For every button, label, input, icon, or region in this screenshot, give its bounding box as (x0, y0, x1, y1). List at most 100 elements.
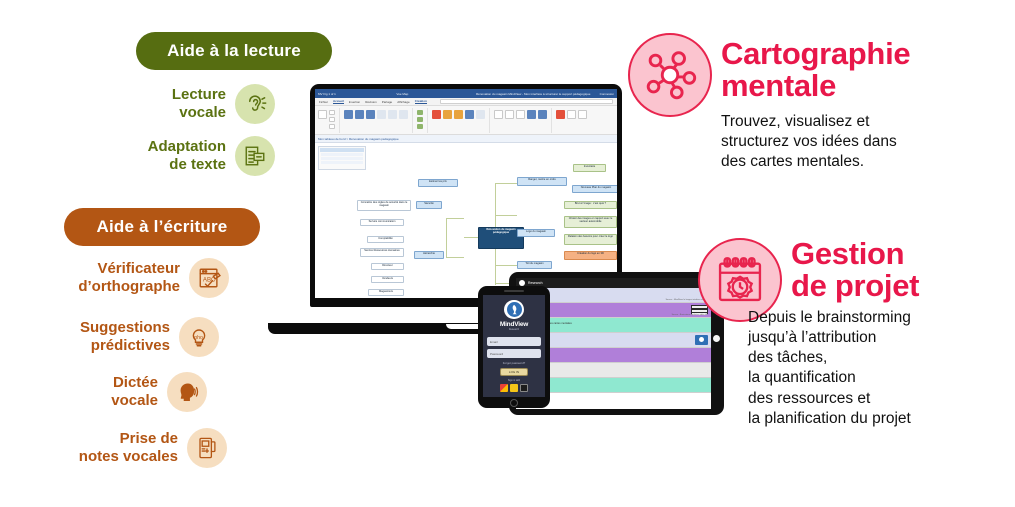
table-row[interactable] (516, 348, 711, 363)
connector (446, 257, 464, 258)
tab-affichage[interactable]: Affichage (397, 99, 410, 104)
breadcrumb[interactable]: Mon tableau de bord > Rénovation du maga… (315, 135, 617, 143)
mindmap-node[interactable]: Connaître des règles de sécurité dans le… (357, 200, 411, 211)
mindmap-center-node[interactable]: Rénovation du magasin pédagogique (478, 227, 524, 249)
tab-partage[interactable]: Partage (381, 99, 393, 104)
window-title: Rénovation du magasin MindView - Mon int… (476, 91, 591, 96)
phone-screen: MindView Research Email Password Forgot … (483, 295, 545, 397)
format-painter-button[interactable] (329, 124, 335, 129)
tab-fichier[interactable]: Fichier (319, 99, 329, 104)
mindmap-node[interactable]: Choisir des images en rapport avec le se… (564, 216, 617, 228)
ribbon-tabs[interactable]: Fichier Accueil Insertion Révision Parta… (315, 98, 617, 106)
laptop-lid: MV Fig 1 of 1 Vue Map Rénovation du maga… (310, 84, 622, 307)
mindmap-node[interactable]: Logo du magasin (517, 229, 555, 237)
laptop-device: MV Fig 1 of 1 Vue Map Rénovation du maga… (268, 84, 663, 334)
tab-revision[interactable]: Révision (365, 99, 377, 104)
copy-button[interactable] (329, 117, 335, 122)
avatar[interactable] (519, 280, 525, 286)
table-row[interactable] (516, 378, 711, 393)
titlebar-left: MV Fig 1 of 1 (318, 91, 336, 96)
mindmap-node[interactable]: Vendeurs (371, 276, 404, 283)
laptop-base-notch (446, 324, 484, 329)
mindmap-node[interactable]: Comptabilité (367, 236, 404, 243)
ribbon-group-edition[interactable] (556, 108, 591, 133)
phone-home-button[interactable] (510, 398, 518, 407)
table-row[interactable]: Vidéo Source : Brainstorm synthèse vidéo… (516, 303, 711, 318)
google-icon[interactable] (500, 384, 508, 392)
view-topdown-button[interactable] (538, 110, 547, 119)
mindmap-node[interactable]: Brut à l’image : c’est quoi ? (564, 201, 617, 209)
ribbon-group-objet[interactable] (432, 108, 490, 133)
view-timeline-button[interactable] (527, 110, 536, 119)
email-field[interactable]: Email (487, 337, 541, 347)
timeline-button[interactable] (476, 110, 485, 119)
svg-text:ABC: ABC (203, 277, 216, 284)
insert-link-button[interactable] (399, 110, 408, 119)
view-gantt-button[interactable] (516, 110, 525, 119)
italic-button[interactable] (417, 117, 423, 122)
mindmap-node[interactable]: Hiérarchie (414, 251, 444, 259)
ribbon-group-presse-papiers[interactable] (318, 108, 340, 133)
resource-button[interactable] (454, 110, 463, 119)
feature-prise-notes-vocales: Prise de notes vocales (66, 428, 227, 468)
social-login-row[interactable] (500, 384, 528, 392)
objects-panel-item-1[interactable] (321, 157, 363, 160)
find-button[interactable] (578, 110, 587, 119)
tab-accueil[interactable]: Accueil (333, 99, 344, 104)
lightbulb-pho-icon: pho (179, 317, 219, 357)
ribbon-toolbar[interactable] (315, 106, 617, 135)
ear-icon (235, 84, 275, 124)
sub-branch-button[interactable] (355, 110, 364, 119)
mindmap-node[interactable]: Toit du magasin (517, 261, 552, 269)
ribbon-group-texte[interactable] (417, 108, 428, 133)
phone-speaker (504, 290, 524, 292)
view-map-button[interactable] (494, 110, 503, 119)
video-thumbnail[interactable] (691, 305, 708, 316)
objects-panel-item-2[interactable] (321, 161, 363, 164)
objects-panel-item-0[interactable] (321, 153, 363, 156)
apple-icon[interactable] (520, 384, 528, 392)
select-button[interactable] (567, 110, 576, 119)
yahoo-icon[interactable] (510, 384, 518, 392)
forgot-password-link[interactable]: Forgot password? (502, 361, 526, 365)
highlight-title-gestion: Gestion de projet (791, 236, 920, 303)
new-branch-button[interactable] (344, 110, 353, 119)
login-button[interactable]: LOG IN (499, 368, 529, 376)
paste-button[interactable] (318, 110, 327, 119)
flag-button[interactable] (443, 110, 452, 119)
mindmap-node[interactable]: Estimer les prix (418, 179, 458, 187)
mindmap-node[interactable]: Inventaire (573, 164, 606, 172)
tablet-home-button[interactable] (713, 335, 720, 342)
mindmap-node[interactable]: Sécurité (416, 201, 442, 209)
new-node-button[interactable] (366, 110, 375, 119)
ribbon-group-vue[interactable] (494, 108, 552, 133)
mindmap-node[interactable]: Relation des besoins pour créer le logo (564, 234, 617, 245)
mindmap-node[interactable]: Service Ressources Humaines (360, 248, 404, 257)
insert-image-button[interactable] (377, 110, 386, 119)
task-button[interactable] (465, 110, 474, 119)
bold-button[interactable] (417, 110, 423, 115)
feature-dictee-vocale: Dictée vocale (86, 372, 207, 412)
tab-creation[interactable]: Création (414, 99, 427, 104)
cut-button[interactable] (329, 110, 335, 115)
mindmap-node[interactable]: Ranger, mettre en ordre (517, 177, 567, 186)
mindmap-node[interactable]: Magasiniers (368, 289, 404, 296)
objects-panel[interactable] (318, 146, 366, 170)
resource-badge-icon[interactable] (695, 335, 708, 345)
phone-brand-label: MindView (499, 321, 529, 329)
view-outline-button[interactable] (505, 110, 514, 119)
mindmap-node[interactable]: Nouveau Plan du magasin (572, 185, 617, 193)
mindmap-node[interactable]: Création du logo en 3D (564, 251, 617, 260)
ribbon-search-input[interactable] (439, 99, 613, 104)
mindmap-node[interactable]: Service communication (360, 219, 404, 226)
delete-button[interactable] (556, 110, 565, 119)
password-field[interactable]: Password (487, 349, 541, 358)
insert-note-button[interactable] (388, 110, 397, 119)
mindmap-node[interactable]: Directeur (371, 263, 404, 270)
table-row[interactable] (516, 363, 711, 378)
voice-recorder-icon (187, 428, 227, 468)
underline-button[interactable] (417, 124, 423, 129)
ribbon-group-insertion[interactable] (344, 108, 413, 133)
priority-button[interactable] (432, 110, 441, 119)
tab-insertion[interactable]: Insertion (348, 99, 361, 104)
